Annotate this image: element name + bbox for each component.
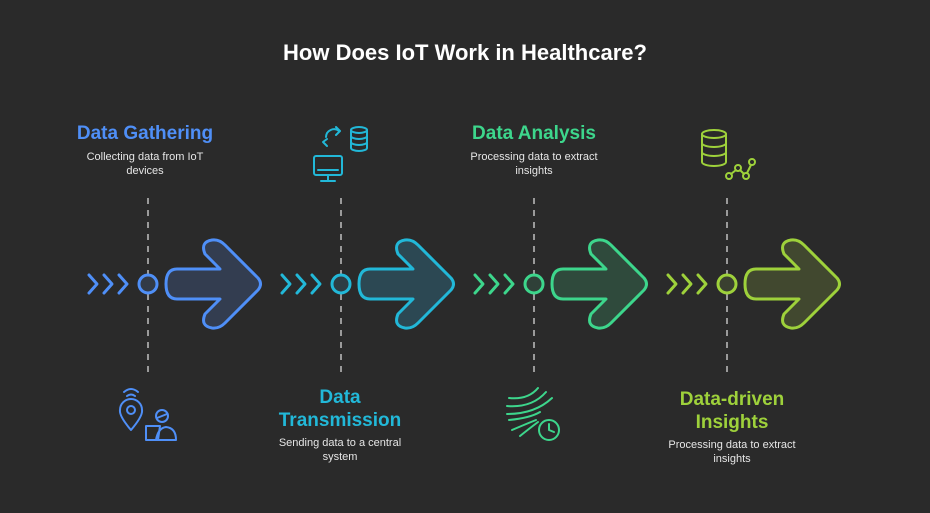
big-arrow-1 [164,238,262,330]
location-person-icon [118,388,177,441]
step-3-title: Data Analysis [472,123,596,144]
data-transfer-icon [313,126,368,182]
step-4-arrows [666,238,841,330]
page-title: How Does IoT Work in Healthcare? [283,40,647,65]
step-3-description: Processing data to extract insights [470,151,598,177]
node-4 [716,273,738,295]
chevrons-2 [280,273,322,295]
step-3-arrows [473,238,648,330]
big-arrow-3 [550,238,648,330]
chevrons-4 [666,273,708,295]
big-arrow-2 [357,238,455,330]
step-1-description: Collecting data from IoT devices [86,151,204,177]
step-2-description: Sending data to a central system [278,437,402,463]
step-1-title: Data Gathering [76,123,214,144]
database-network-icon [701,129,756,180]
big-arrow-4 [743,238,841,330]
step-4-description: Processing data to extract insights [668,439,796,465]
step-2-title: Data Transmission [278,387,402,431]
chevrons-3 [473,273,515,295]
step-4-title: Data-driven Insights [679,389,785,433]
node-3 [523,273,545,295]
step-1-arrows [87,238,262,330]
step-2-arrows [280,238,455,330]
node-2 [330,273,352,295]
stream-clock-icon [506,387,560,441]
chevrons-1 [87,273,129,295]
node-1 [137,273,159,295]
